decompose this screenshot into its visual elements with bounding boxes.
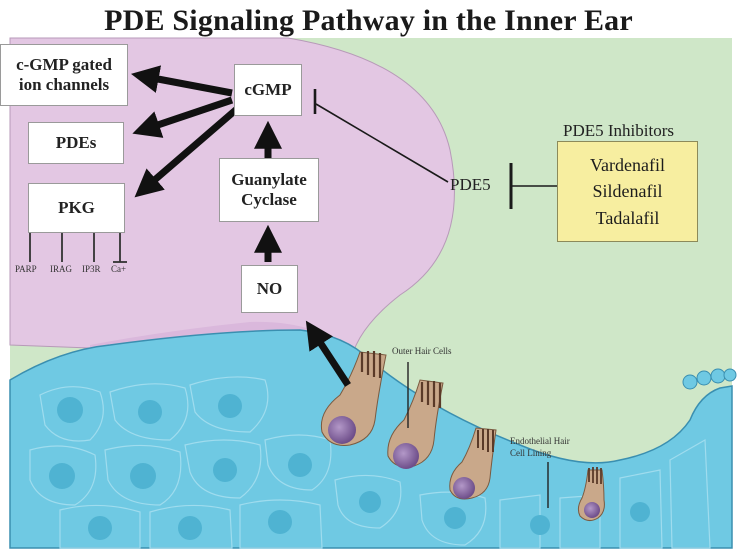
- pkg-box: PKG: [28, 183, 125, 233]
- pde5-label: PDE5: [450, 175, 491, 194]
- drug-vardenafil: Vardenafil: [590, 155, 665, 176]
- cgmp-box: cGMP: [234, 64, 302, 116]
- endothelial-label-line1: Endothelial Hair: [510, 436, 570, 446]
- cgmp-gated-line1: c-GMP gated: [16, 54, 112, 74]
- page-title: PDE Signaling Pathway in the Inner Ear: [104, 4, 633, 37]
- pkg-target-irag: IRAG: [50, 264, 72, 274]
- pkg-target-lines: [29, 232, 127, 263]
- cgmp-gated-line2: ion channels: [18, 75, 110, 94]
- pkg-target-ca: Ca+: [111, 264, 127, 274]
- endothelial-label-line2: Cell Lining: [510, 448, 552, 458]
- pdes-box: PDEs: [28, 122, 124, 164]
- surface-bumps: [682, 368, 737, 390]
- arrow-cgmp-to-ion-channels: [130, 65, 233, 97]
- arrow-cgmp-to-pdes: [132, 96, 234, 138]
- cyclase-line: Cyclase: [241, 190, 297, 209]
- no-box: NO: [241, 265, 298, 313]
- cgmp-gated-ion-channels-box: c-GMP gated ion channels: [0, 44, 128, 106]
- drug-tadalafil: Tadalafil: [595, 207, 660, 228]
- arrow-no-from-cell: [305, 320, 351, 387]
- inhibition-lines: [313, 89, 557, 209]
- tissue-nuclei: [49, 394, 650, 540]
- pkg-target-parp: PARP: [15, 264, 37, 274]
- drug-sildenafil: Sildenafil: [592, 181, 663, 202]
- arrow-cgmp-to-pkg: [134, 105, 241, 198]
- tissue-cells: [29, 376, 711, 549]
- hair-cells: [320, 351, 605, 522]
- inhibitors-box: Vardenafil Sildenafil Tadalafil: [557, 141, 698, 242]
- activation-arrows: [130, 65, 351, 387]
- guanylate-cyclase-box: Guanylate Cyclase: [219, 158, 319, 222]
- outer-hair-cells-label: Outer Hair Cells: [392, 346, 452, 356]
- pde5-inhibitors-heading: PDE5 Inhibitors: [563, 121, 674, 140]
- guanylate-line: Guanylate: [231, 169, 307, 189]
- pkg-target-ip3r: IP3R: [82, 264, 101, 274]
